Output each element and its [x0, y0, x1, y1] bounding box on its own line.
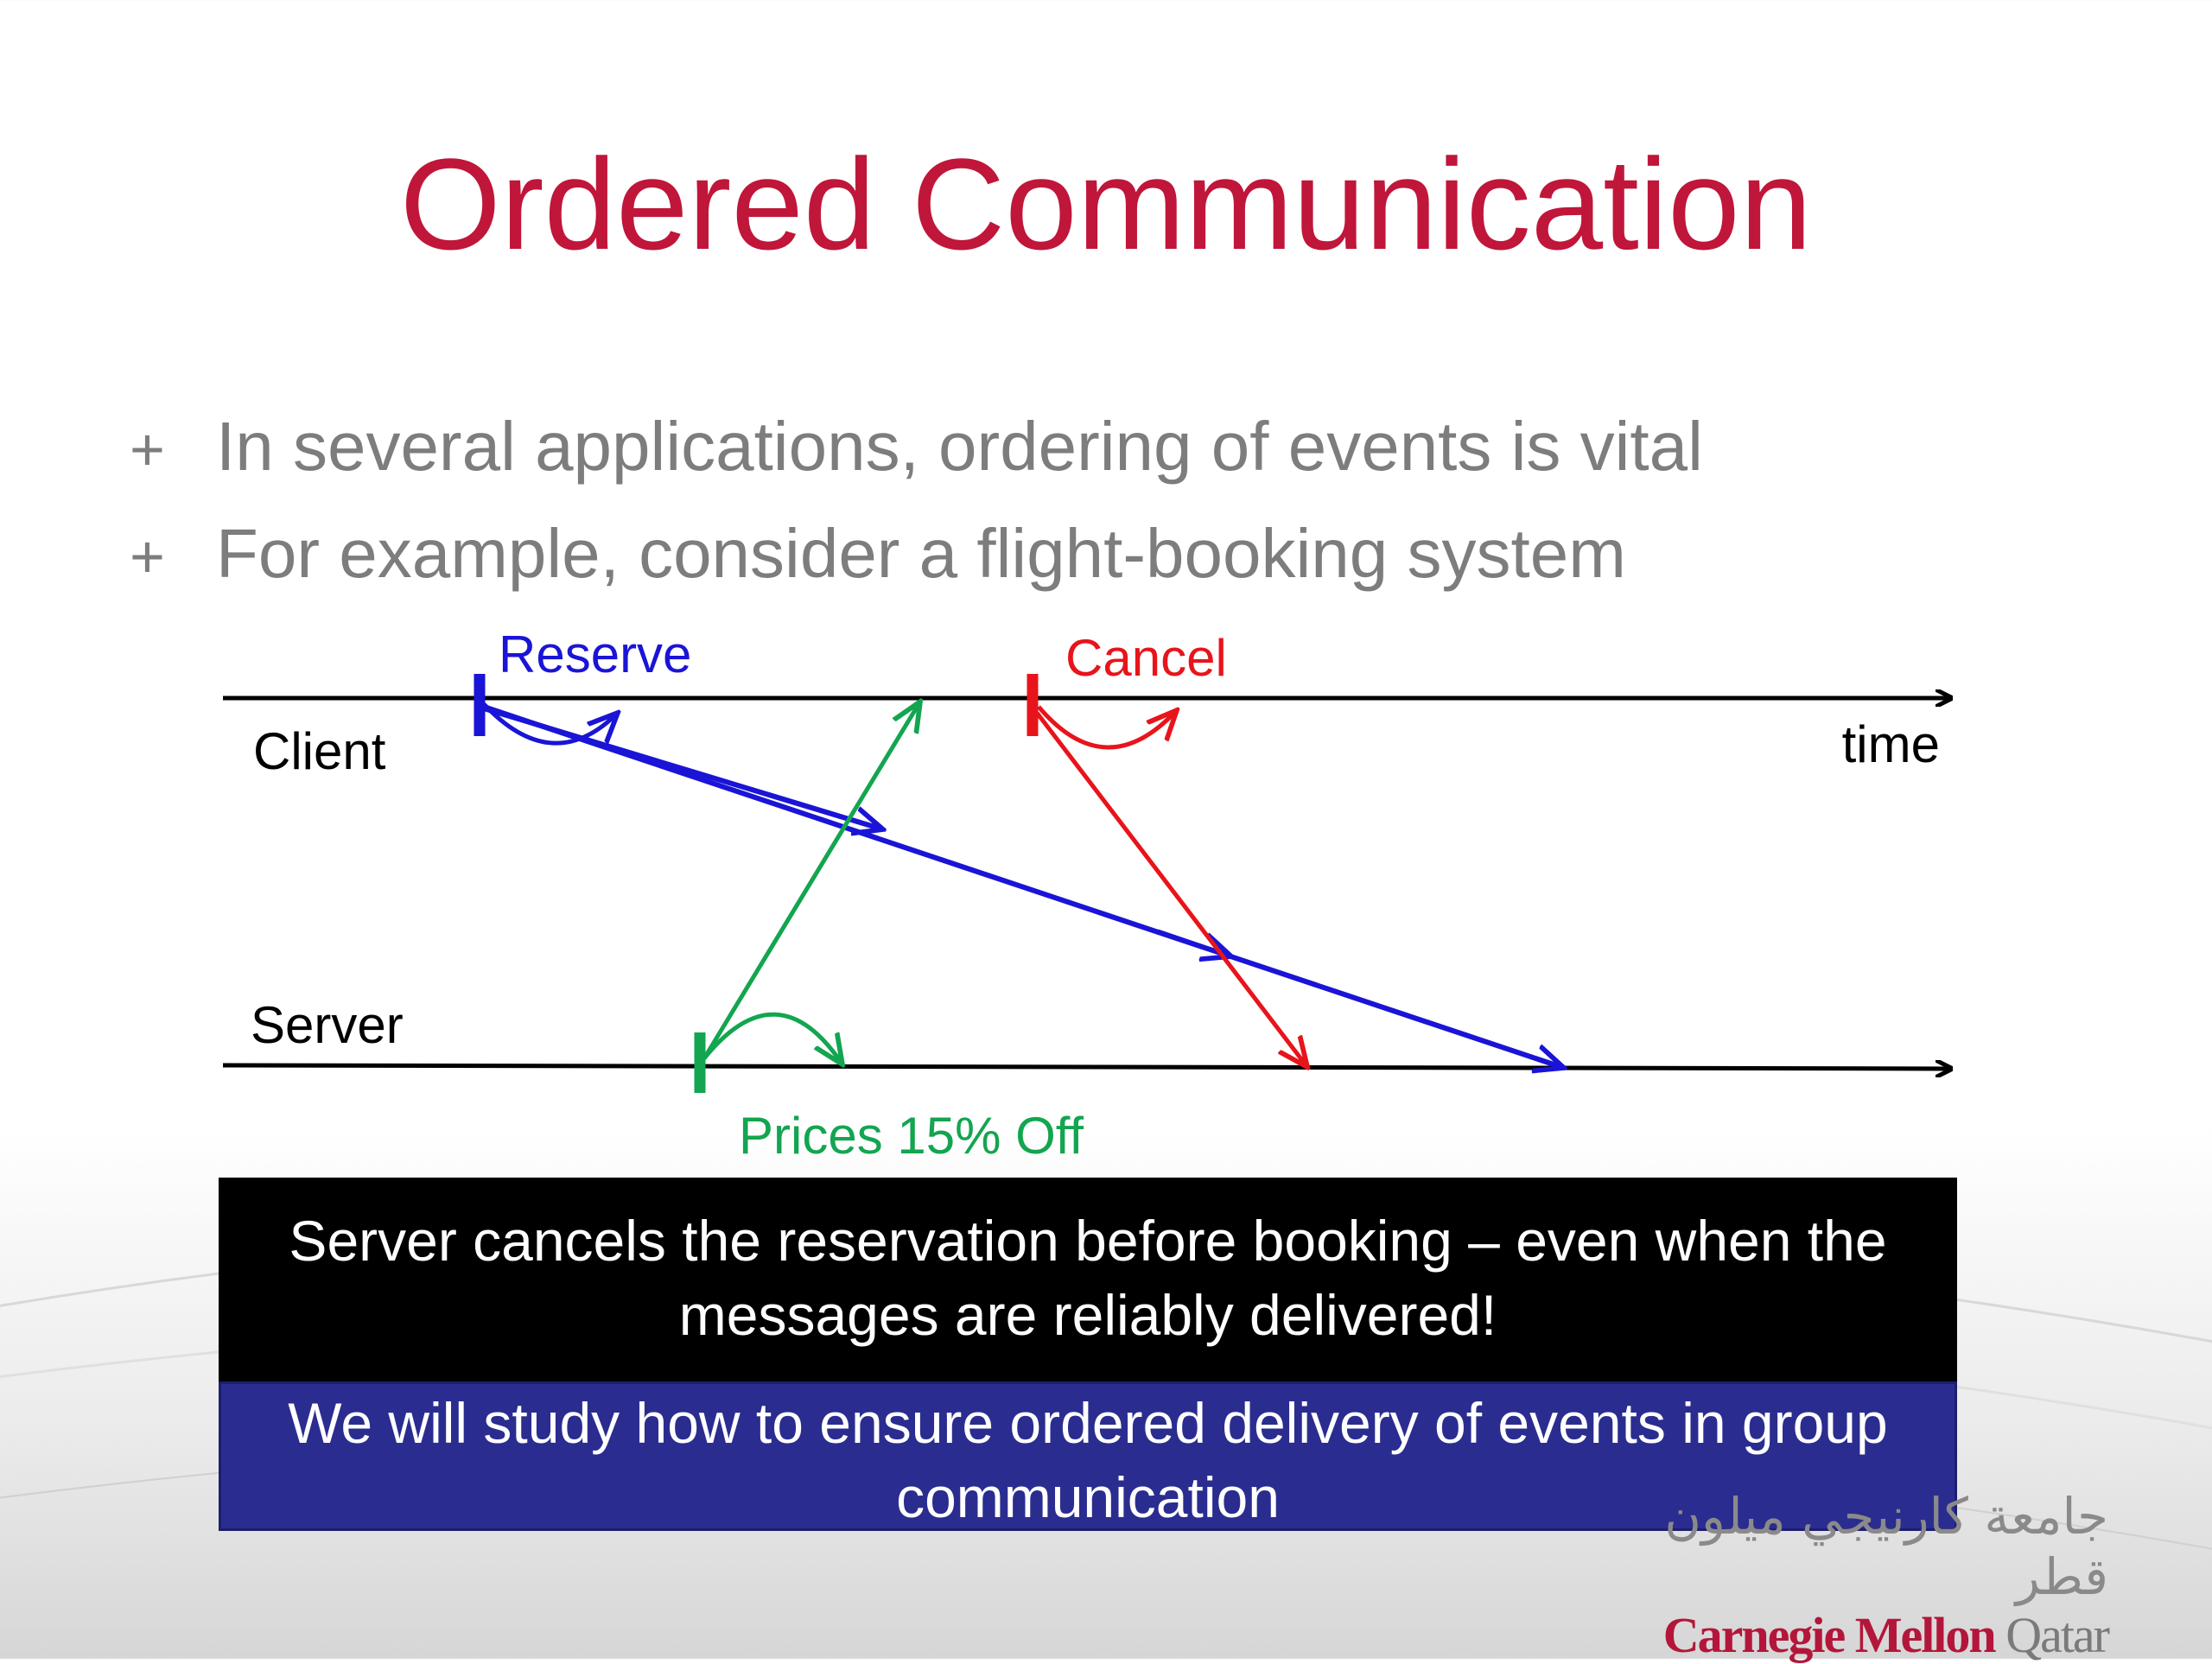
- cmu-qatar-logo: جامعة كارنيجي ميلون قطر Carnegie Mellon …: [1642, 1486, 2110, 1664]
- logo-arabic-text: جامعة كارنيجي ميلون قطر: [1664, 1487, 2108, 1606]
- reserve-label: Reserve: [499, 626, 691, 683]
- logo-brand: Carnegie Mellon: [1662, 1607, 1997, 1663]
- slide-title: Ordered Communication: [399, 131, 1813, 276]
- bullet-item: + For example, consider a flight-booking…: [130, 500, 1703, 607]
- prices-label: Prices 15% Off: [739, 1107, 1084, 1165]
- warning-callout: Server cancels the reservation before bo…: [219, 1178, 1957, 1381]
- bullet-marker: +: [130, 416, 165, 483]
- bullet-marker: +: [130, 523, 165, 590]
- bullet-item: + In several applications, ordering of e…: [130, 393, 1703, 500]
- reserve-message-arrow: [483, 704, 1564, 1068]
- cancel-message-arrow: [1035, 711, 1307, 1067]
- prices-local-arrow: [702, 1012, 842, 1064]
- bullet-text: In several applications, ordering of eve…: [216, 408, 1703, 485]
- cancel-local-arrow: [1037, 705, 1177, 750]
- note-callout: We will study how to ensure ordered deli…: [219, 1381, 1957, 1531]
- server-label: Server: [251, 996, 404, 1054]
- prices-message-arrow: [702, 702, 920, 1060]
- server-timeline: [222, 1065, 1951, 1069]
- bullet-text: For example, consider a flight-booking s…: [216, 515, 1626, 592]
- reserve-local-arrow: [482, 702, 618, 746]
- cancel-label: Cancel: [1065, 629, 1227, 687]
- bullet-list: + In several applications, ordering of e…: [130, 393, 1703, 607]
- logo-suffix: Qatar: [2005, 1607, 2110, 1663]
- client-label: Client: [253, 722, 386, 780]
- logo-english-text: Carnegie Mellon Qatar: [1642, 1607, 2110, 1664]
- time-label: time: [1842, 715, 1940, 773]
